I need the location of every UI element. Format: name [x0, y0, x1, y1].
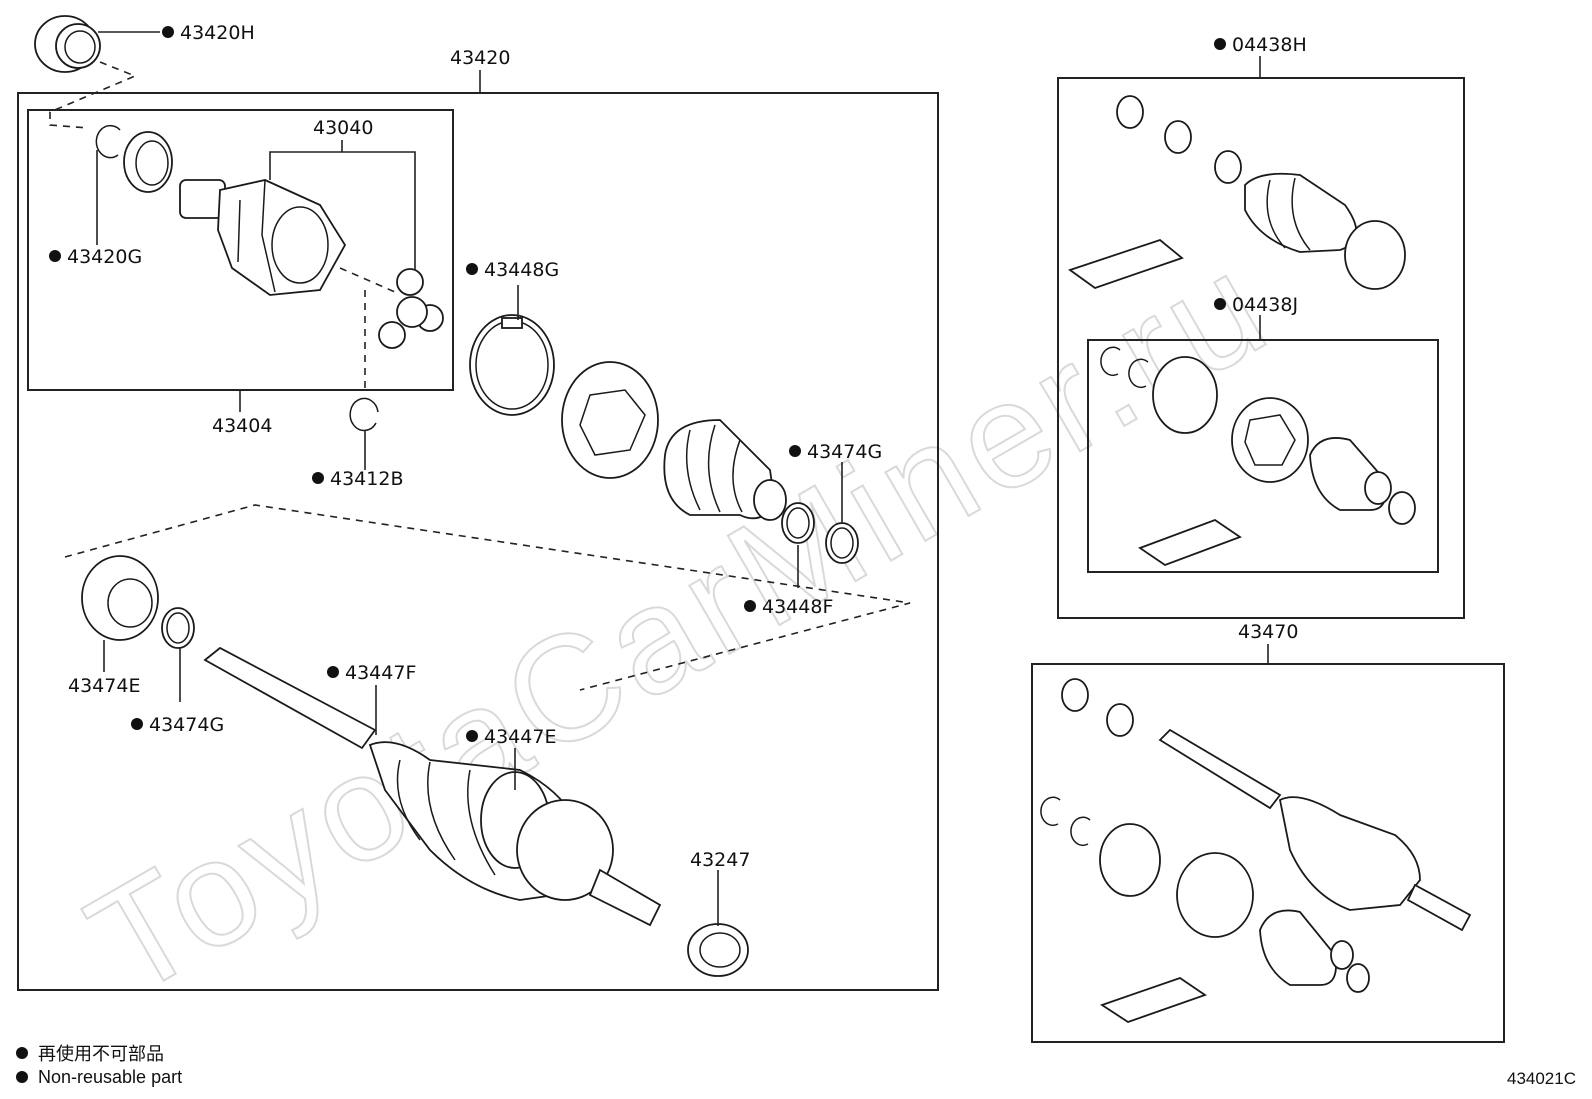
non-reusable-marker-icon: [1214, 38, 1226, 50]
callout-43470[interactable]: 43470: [1238, 621, 1298, 643]
snap-ring-43420G-part: [95, 124, 121, 159]
tripod-spider-part: [378, 268, 444, 349]
non-reusable-marker-icon: [49, 250, 61, 262]
snap-ring-43412B-part: [349, 397, 379, 432]
part-number-label: 43447F: [345, 662, 416, 684]
legend-item-japanese: 再使用不可部品: [16, 1040, 164, 1066]
inner-boot-part: [663, 419, 787, 521]
dashed-guide-outer: [64, 504, 911, 691]
non-reusable-marker-icon: [16, 1071, 28, 1084]
part-number-label: 43474G: [807, 441, 882, 463]
oil-seal-43420H-part: [34, 15, 101, 73]
dashed-guide-seal: [49, 61, 138, 129]
callout-43474G-left[interactable]: 43474G: [131, 714, 224, 736]
callout-43040[interactable]: 43040: [313, 117, 373, 139]
callout-43448G[interactable]: 43448G: [466, 259, 559, 281]
callout-43247[interactable]: 43247: [690, 849, 750, 871]
callout-43420G[interactable]: 43420G: [49, 246, 142, 268]
small-clamp-43448F-part: [781, 502, 815, 544]
non-reusable-marker-icon: [466, 263, 478, 275]
hole-snap-ring-43247-part: [687, 923, 749, 977]
non-reusable-marker-icon: [1214, 298, 1226, 310]
inner-joint-43040-part: [179, 179, 347, 296]
callout-43447E[interactable]: 43447E: [466, 726, 556, 748]
illustration-reference-code: 434021C: [1506, 1069, 1576, 1088]
part-number-label: 43040: [313, 117, 373, 139]
non-reusable-marker-icon: [162, 26, 174, 38]
callout-43474E[interactable]: 43474E: [68, 675, 140, 697]
part-number-label: 43447E: [484, 726, 556, 748]
non-reusable-marker-icon: [327, 666, 339, 678]
non-reusable-marker-icon: [466, 730, 478, 742]
dashed-guide-spider: [339, 267, 396, 293]
clamp-43474G-left-part: [161, 607, 195, 649]
callout-43412B[interactable]: 43412B: [312, 468, 403, 490]
legend-text: Non-reusable part: [38, 1066, 183, 1087]
part-number-label: 43448F: [762, 596, 833, 618]
callout-43420H[interactable]: 43420H: [162, 22, 255, 44]
kit-box-04438J: [1087, 339, 1439, 573]
part-number-label: 04438J: [1232, 294, 1298, 316]
kit-04438J-parts: [1100, 346, 1416, 567]
non-reusable-marker-icon: [131, 718, 143, 730]
small-clamp-43474G-part: [825, 522, 859, 564]
drive-shaft-part: [203, 646, 662, 927]
non-reusable-marker-icon: [744, 600, 756, 612]
callout-43448F[interactable]: 43448F: [744, 596, 833, 618]
part-number-label: 43470: [1238, 621, 1298, 643]
assembly-43470-parts: [1040, 678, 1472, 1023]
part-number-label: 43420H: [180, 22, 255, 44]
part-number-label: 43420: [450, 47, 510, 69]
seal-ring-part: [123, 131, 173, 193]
part-number-label: 43420G: [67, 246, 142, 268]
part-number-label: 43247: [690, 849, 750, 871]
part-number-label: 43412B: [330, 468, 403, 490]
boot-collar-part: [561, 361, 659, 479]
legend-text: 再使用不可部品: [38, 1044, 164, 1064]
part-number-label: 04438H: [1232, 34, 1307, 56]
non-reusable-marker-icon: [789, 445, 801, 457]
boot-band-43448G-part: [469, 314, 555, 416]
kit-box-04438H: [1057, 77, 1465, 619]
part-number-label: 43404: [212, 415, 272, 437]
callout-43404[interactable]: 43404: [212, 415, 272, 437]
dynamic-damper-43474E-part: [81, 555, 159, 641]
part-number-label: 43474G: [149, 714, 224, 736]
callout-04438H[interactable]: 04438H: [1214, 34, 1307, 56]
callout-43447F[interactable]: 43447F: [327, 662, 416, 684]
callout-43420[interactable]: 43420: [450, 47, 510, 69]
assembly-box-43420: [17, 92, 939, 991]
non-reusable-marker-icon: [16, 1047, 28, 1059]
callout-04438J[interactable]: 04438J: [1214, 294, 1298, 316]
part-number-label: 43474E: [68, 675, 140, 697]
non-reusable-marker-icon: [312, 472, 324, 484]
callout-43474G-top[interactable]: 43474G: [789, 441, 882, 463]
kit-04438H-parts: [1068, 95, 1406, 290]
part-number-label: 43448G: [484, 259, 559, 281]
legend-item-english: Non-reusable part: [16, 1066, 182, 1088]
